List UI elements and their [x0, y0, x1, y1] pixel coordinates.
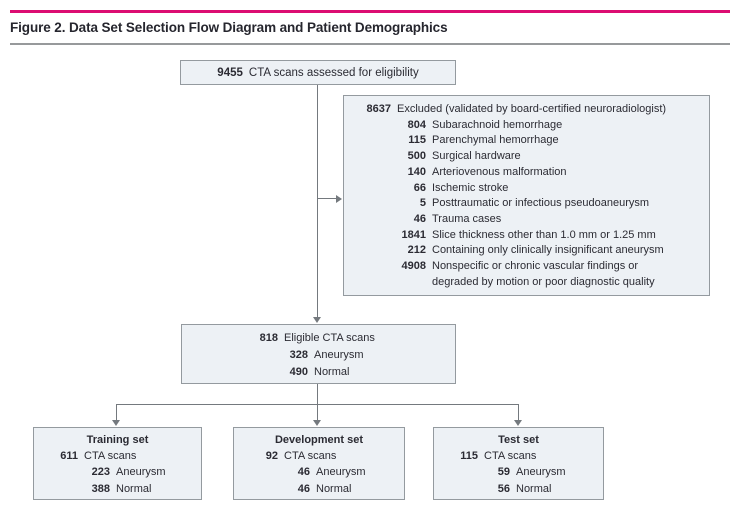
assessed-count: 9455: [217, 66, 243, 79]
test-count: 115: [460, 450, 478, 463]
excluded-item-count: 500: [407, 150, 426, 163]
arrowhead-into-development-icon: [313, 420, 321, 426]
excluded-item-count: 115: [408, 134, 426, 147]
excluded-item-count: 140: [407, 165, 426, 178]
excluded-item-label: Posttraumatic or infectious pseudoaneury…: [432, 197, 650, 210]
development-item-label: Aneurysm: [316, 466, 366, 479]
excluded-item-count: 804: [407, 118, 426, 131]
training-label: CTA scans: [84, 450, 137, 463]
eligible-header-row: 818 Eligible CTA scans: [182, 330, 455, 347]
eligible-item-row: 328 Aneurysm: [182, 347, 455, 364]
excluded-item-row: 212 Containing only clinically insignifi…: [344, 243, 703, 259]
excluded-item-label: Slice thickness other than 1.0 mm or 1.2…: [432, 228, 656, 241]
excluded-item-count: 1841: [401, 228, 426, 241]
excluded-item-count: 46: [413, 212, 426, 225]
training-count: 611: [60, 450, 78, 463]
title-divider: [10, 43, 730, 45]
development-label: CTA scans: [284, 450, 337, 463]
test-item-row: 59 Aneurysm: [434, 464, 603, 480]
excluded-label: Excluded (validated by board-certified n…: [397, 103, 667, 115]
arrowhead-into-test-icon: [514, 420, 522, 426]
excluded-item-row: 5 Posttraumatic or infectious pseudoaneu…: [344, 196, 703, 212]
excluded-item-row: 1841 Slice thickness other than 1.0 mm o…: [344, 228, 703, 244]
arrowhead-into-excluded-icon: [336, 195, 342, 203]
arrowhead-into-training-icon: [112, 420, 120, 426]
excluded-item-row: 66 Ischemic stroke: [344, 181, 703, 197]
development-item-label: Normal: [316, 482, 352, 495]
test-item-label: Aneurysm: [516, 466, 566, 479]
excluded-item-label: Subarachnoid hemorrhage: [432, 118, 563, 131]
excluded-item-label: Containing only clinically insignificant…: [432, 244, 664, 257]
connector-eligible-out: [317, 384, 318, 404]
eligible-item-label: Aneurysm: [314, 349, 364, 361]
development-header-row: 92 CTA scans: [234, 448, 404, 464]
connector-distributor-horizontal: [117, 404, 519, 405]
development-item-row: 46 Aneurysm: [234, 464, 404, 480]
connector-spine-vertical: [317, 85, 318, 318]
eligible-item-label: Normal: [314, 366, 350, 378]
excluded-item-count: 212: [407, 244, 426, 257]
test-item-count: 59: [497, 466, 510, 479]
accent-rule: [10, 10, 730, 13]
eligible-item-row: 490 Normal: [182, 364, 455, 381]
box-development-set: Development set 92 CTA scans 46 Aneurysm…: [233, 427, 405, 500]
training-item-count: 388: [91, 482, 110, 495]
test-item-count: 56: [497, 482, 510, 495]
excluded-count: 8637: [366, 103, 391, 115]
training-item-count: 223: [91, 466, 110, 479]
connector-development-drop: [317, 405, 318, 420]
excluded-item-row: 804 Subarachnoid hemorrhage: [344, 118, 703, 134]
connector-training-drop: [116, 404, 117, 420]
excluded-item-row: 46 Trauma cases: [344, 212, 703, 228]
training-set-title: Training set: [86, 434, 149, 446]
excluded-item-label: Ischemic stroke: [432, 181, 509, 194]
excluded-item-count: 5: [419, 197, 426, 210]
excluded-header-row: 8637 Excluded (validated by board-certif…: [344, 102, 703, 118]
connector-test-drop: [518, 404, 519, 420]
arrowhead-into-eligible-icon: [313, 317, 321, 323]
eligible-item-count: 490: [289, 366, 308, 378]
eligible-item-count: 328: [289, 349, 308, 361]
development-count: 92: [265, 450, 278, 463]
box-eligible: 818 Eligible CTA scans 328 Aneurysm 490 …: [181, 324, 456, 384]
assessed-label: CTA scans assessed for eligibility: [248, 66, 419, 79]
excluded-item-count: 4908: [401, 260, 426, 273]
eligible-count: 818: [259, 332, 278, 344]
training-item-label: Normal: [116, 482, 152, 495]
figure-title: Figure 2. Data Set Selection Flow Diagra…: [10, 20, 448, 35]
excluded-item-count: 66: [413, 181, 426, 194]
connector-excluded-branch: [318, 198, 337, 199]
box-assessed-for-eligibility: 9455 CTA scans assessed for eligibility: [180, 60, 456, 85]
box-training-set: Training set 611 CTA scans 223 Aneurysm …: [33, 427, 202, 500]
development-item-count: 46: [297, 482, 310, 495]
development-item-row: 46 Normal: [234, 481, 404, 497]
excluded-item-row: 500 Surgical hardware: [344, 149, 703, 165]
excluded-item-label: Nonspecific or chronic vascular findings…: [432, 260, 655, 288]
development-set-title: Development set: [274, 434, 364, 446]
training-item-row: 223 Aneurysm: [34, 464, 201, 480]
excluded-item-row: 115 Parenchymal hemorrhage: [344, 133, 703, 149]
training-item-row: 388 Normal: [34, 481, 201, 497]
eligible-label: Eligible CTA scans: [284, 332, 375, 344]
box-excluded: 8637 Excluded (validated by board-certif…: [343, 95, 710, 296]
test-set-title: Test set: [498, 434, 539, 446]
test-item-label: Normal: [516, 482, 552, 495]
box-test-set: Test set 115 CTA scans 59 Aneurysm 56 No…: [433, 427, 604, 500]
excluded-item-label: Parenchymal hemorrhage: [432, 134, 559, 147]
excluded-item-label: Arteriovenous malformation: [432, 165, 567, 178]
test-item-row: 56 Normal: [434, 481, 603, 497]
excluded-item-row: 4908 Nonspecific or chronic vascular fin…: [344, 259, 703, 290]
training-header-row: 611 CTA scans: [34, 448, 201, 464]
training-item-label: Aneurysm: [116, 466, 166, 479]
excluded-item-label: Surgical hardware: [432, 150, 521, 163]
excluded-item-label: Trauma cases: [432, 212, 502, 225]
test-header-row: 115 CTA scans: [434, 448, 603, 464]
excluded-item-row: 140 Arteriovenous malformation: [344, 165, 703, 181]
development-item-count: 46: [297, 466, 310, 479]
test-label: CTA scans: [484, 450, 537, 463]
